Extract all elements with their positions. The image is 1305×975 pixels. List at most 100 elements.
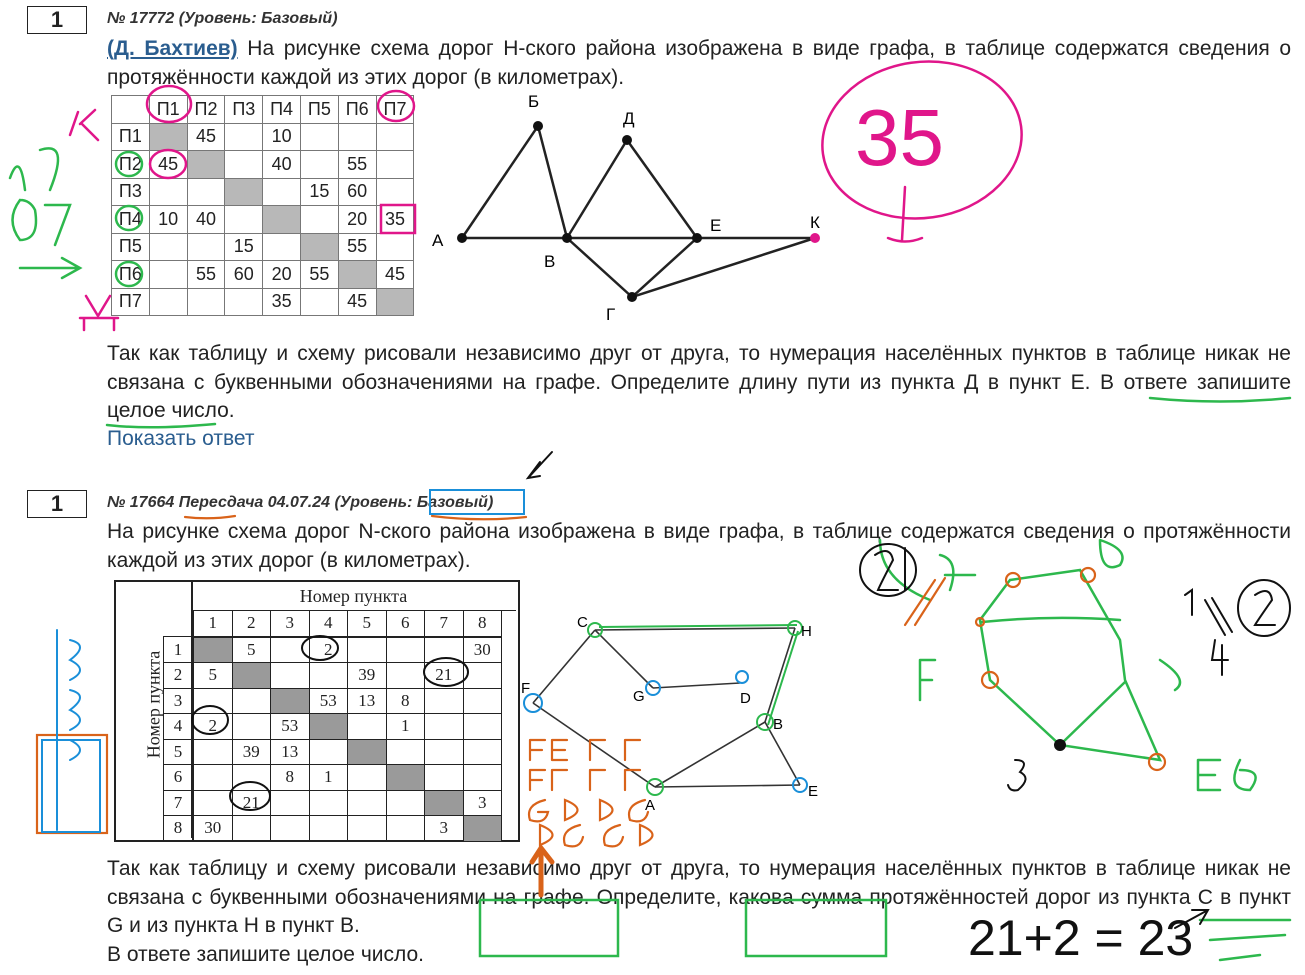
row-header: 7	[163, 789, 194, 816]
table-cell	[224, 177, 264, 206]
table-cell	[308, 815, 348, 842]
table-cell: 55	[337, 150, 377, 179]
table-cell	[385, 815, 425, 842]
table-cell	[148, 177, 188, 206]
table-cell	[347, 815, 387, 842]
table-side-title: Номер пункта	[143, 650, 164, 759]
table-cell	[231, 815, 271, 842]
table-cell	[337, 260, 377, 289]
task-question: Так как таблицу и схему рисовали независ…	[107, 857, 1291, 937]
table-cell	[299, 232, 339, 261]
table-cell	[224, 122, 264, 151]
table-cell	[299, 122, 339, 151]
table-cell	[375, 287, 415, 316]
table-cell: 8	[385, 687, 425, 714]
table-cell	[148, 122, 188, 151]
table-cell	[308, 789, 348, 816]
table-cell: 55	[299, 260, 339, 289]
table-cell	[385, 662, 425, 689]
table-cell	[148, 260, 188, 289]
table-cell	[186, 232, 226, 261]
table-cell: 15	[224, 232, 264, 261]
table-cell	[299, 287, 339, 316]
vertex-label-b: B	[773, 716, 783, 733]
table-cell	[224, 287, 264, 316]
table-cell	[262, 232, 301, 261]
column-header: 1	[192, 610, 233, 638]
table-cell	[375, 122, 415, 151]
table-cell	[424, 738, 464, 765]
table-cell: 55	[186, 260, 226, 289]
table-cell: 55	[337, 232, 377, 261]
vertex-label-c: C	[577, 614, 588, 631]
table-cell: 40	[186, 205, 226, 234]
task-header: № 17664 Пересдача 04.07.24 (Уровень: Баз…	[107, 494, 494, 511]
table-cell	[385, 764, 425, 791]
show-answer-link[interactable]: Показать ответ	[107, 427, 255, 450]
table-cell	[192, 738, 233, 765]
row-header: 2	[163, 662, 194, 689]
table-cell	[231, 713, 271, 740]
table-cell	[148, 287, 188, 316]
row-header: П1	[111, 122, 150, 151]
table-cell	[270, 662, 310, 689]
table-cell	[186, 287, 226, 316]
table-cell: 45	[186, 122, 226, 151]
row-header: П5	[111, 232, 150, 261]
vertex-label-d: Д	[623, 109, 635, 128]
table-cell	[308, 738, 348, 765]
table-cell	[308, 713, 348, 740]
row-header: П6	[111, 260, 150, 289]
vertex-label-a: А	[432, 231, 444, 250]
table-cell	[231, 764, 271, 791]
table-cell	[192, 764, 233, 791]
table-cell	[375, 232, 415, 261]
table-cell: 40	[262, 150, 301, 179]
author-link[interactable]: (Д. Бахтиев)	[107, 37, 238, 60]
table-cell: 13	[270, 738, 310, 765]
table-cell: 13	[347, 687, 387, 714]
table-cell: 5	[192, 662, 233, 689]
table-cell	[262, 177, 301, 206]
row-header: 1	[163, 636, 194, 663]
column-header: 4	[308, 610, 348, 638]
table-cell: 8	[270, 764, 310, 791]
task-question: Так как таблицу и схему рисовали независ…	[107, 342, 1291, 422]
table-cell: 3	[462, 789, 502, 816]
table-cell: 1	[308, 764, 348, 791]
table-cell	[262, 205, 301, 234]
vertex-label-v: В	[544, 252, 555, 271]
column-header: 6	[385, 610, 425, 638]
table-cell	[186, 150, 226, 179]
table-cell: 53	[270, 713, 310, 740]
handwritten-answer: 35	[855, 93, 944, 182]
table-cell: 2	[192, 713, 233, 740]
task-intro: На рисунке схема дорог N-ского района из…	[107, 520, 1291, 572]
table-cell	[270, 789, 310, 816]
table-cell	[462, 815, 502, 842]
column-header: П6	[337, 95, 377, 124]
table-cell	[424, 687, 464, 714]
table-cell: 60	[337, 177, 377, 206]
table-cell: 10	[148, 205, 188, 234]
column-header: 8	[462, 610, 502, 638]
corner-cell	[163, 610, 194, 637]
table-cell: 15	[299, 177, 339, 206]
row-header: П7	[111, 287, 150, 316]
task-question-tail: В ответе запишите целое число.	[107, 943, 424, 966]
task-number-box: 1	[27, 6, 87, 34]
table-cell: 39	[231, 738, 271, 765]
column-header: П7	[375, 95, 415, 124]
column-header: 2	[231, 610, 271, 638]
vertex-label-g: Г	[606, 305, 615, 324]
column-header: П1	[148, 95, 188, 124]
table-cell	[231, 662, 271, 689]
table-cell	[299, 205, 339, 234]
row-header: 6	[163, 764, 194, 791]
column-header: П2	[186, 95, 226, 124]
